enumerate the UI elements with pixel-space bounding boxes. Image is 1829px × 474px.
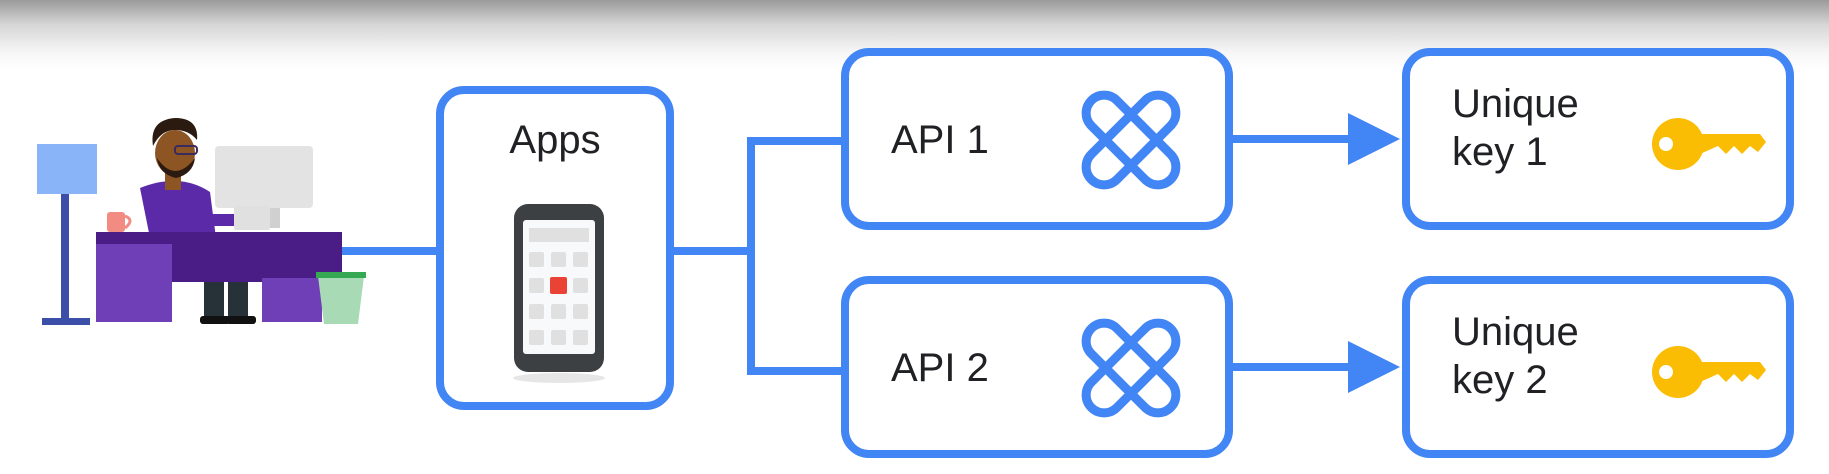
desk-panel-right [262,278,322,322]
person-shoe [200,316,230,324]
monitor-screen [215,146,313,208]
key-box-2: Unique key 2 [1402,276,1794,458]
api-cross-icon [1081,90,1181,190]
lamp-base [42,318,90,325]
api-cross-icon [1081,318,1181,418]
person-beard [157,158,195,178]
connector-branch [747,137,845,375]
key-icon [1652,118,1766,170]
phone-header-bar [529,228,589,242]
person-at-desk-illustration [37,118,366,325]
api-label-1: API 1 [891,118,989,162]
phone-app-grid [529,252,588,345]
arrow-head-key2 [1348,341,1400,393]
person-glasses [174,145,198,155]
key-icon [1652,346,1766,398]
person-arm [190,214,242,226]
api-label-2: API 2 [891,346,989,390]
desk-panel-back [172,244,342,282]
api-box-1: API 1 [841,48,1233,230]
laptop [234,206,270,230]
api-box-2: API 2 [841,276,1233,458]
mug-handle [124,214,132,230]
key-box-1: Unique key 1 [1402,48,1794,230]
person-hair [152,118,198,146]
trash-bin-rim [316,272,366,278]
mug [107,212,125,232]
lamp-pole [61,194,69,320]
lamp-shade [37,144,97,194]
key-label-1: Unique key 1 [1452,82,1579,174]
arrow-head-key1 [1348,113,1400,165]
phone-shadow [513,373,605,383]
phone-selected-app [550,277,567,294]
apps-box: Apps [436,86,674,410]
trash-bin [318,276,364,324]
desk-panel-left [96,244,172,322]
smartphone-icon [513,204,605,383]
person-shoe [226,316,256,324]
apps-label: Apps [509,118,601,162]
key-label-2: Unique key 2 [1452,310,1579,402]
desk-top [96,232,342,244]
